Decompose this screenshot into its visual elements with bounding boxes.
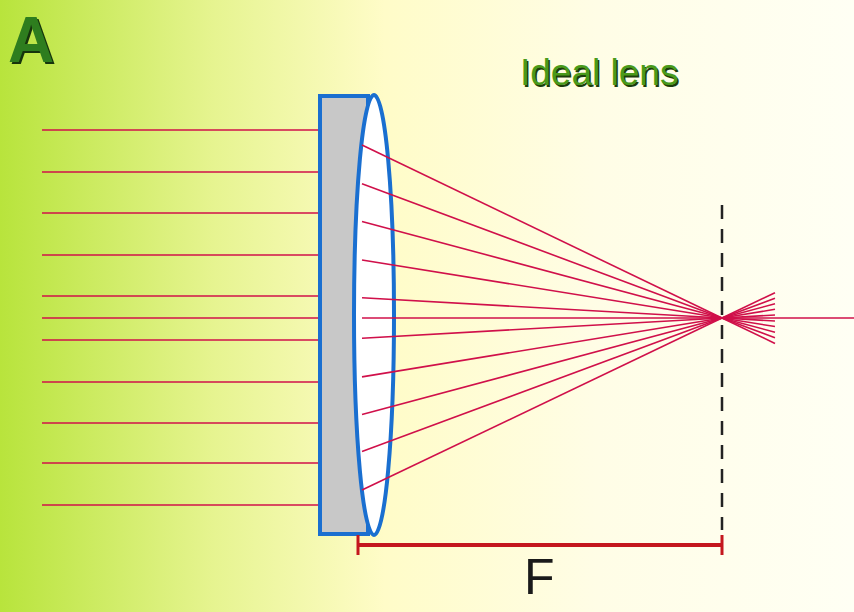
light-ray: [362, 318, 722, 415]
light-ray: [42, 339, 336, 341]
focal-length-label: F: [524, 552, 555, 602]
light-ray: [362, 318, 722, 377]
light-ray: [362, 145, 722, 318]
light-ray: [722, 318, 775, 343]
light-ray: [42, 254, 336, 256]
light-ray: [42, 462, 336, 464]
light-ray: [722, 318, 775, 327]
light-ray: [722, 318, 775, 338]
diagram-title: Ideal lens: [520, 54, 678, 91]
light-ray: [362, 318, 722, 451]
light-ray: [362, 260, 722, 318]
focal-length-bar: [358, 543, 722, 547]
lens-surface: [354, 95, 394, 535]
refracted-rays: [362, 145, 854, 490]
light-ray: [42, 129, 336, 131]
bar-tick: [721, 535, 724, 555]
light-ray: [362, 298, 722, 318]
light-ray: [362, 318, 722, 338]
focal-plane: [721, 205, 724, 530]
light-ray: [362, 317, 854, 319]
light-ray: [722, 318, 775, 332]
light-ray: [722, 293, 775, 318]
light-ray: [362, 318, 722, 490]
panel-letter: A: [8, 8, 54, 72]
light-ray: [42, 317, 336, 319]
light-ray: [42, 504, 336, 506]
bar-tick: [357, 535, 360, 555]
light-ray: [42, 212, 336, 214]
light-rays: [42, 130, 362, 505]
light-ray: [42, 381, 336, 383]
light-ray: [42, 295, 336, 297]
light-ray: [42, 171, 336, 173]
light-ray: [362, 184, 722, 318]
light-ray: [42, 422, 336, 424]
light-ray: [362, 221, 722, 318]
